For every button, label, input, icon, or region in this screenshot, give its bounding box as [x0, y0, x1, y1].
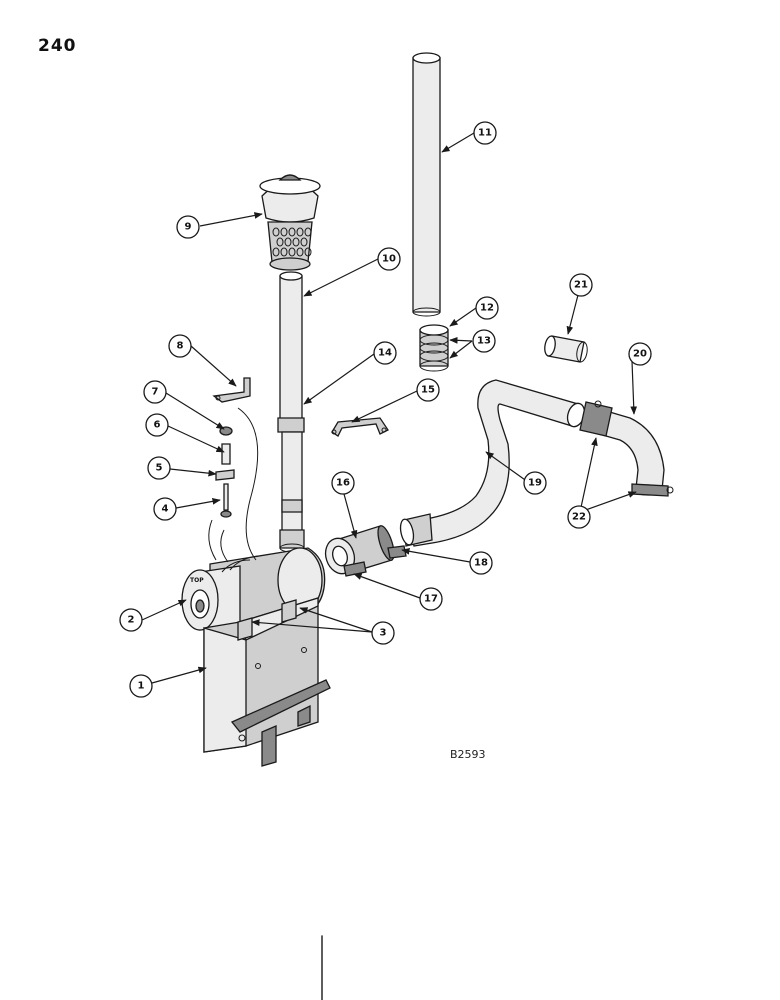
sleeve [544, 335, 588, 363]
svg-text:5: 5 [156, 463, 163, 474]
drawing-code: B2593 [450, 748, 486, 761]
callout-10: 10 [377, 247, 401, 271]
svg-text:12: 12 [480, 303, 494, 314]
callout-6: 6 [145, 413, 169, 437]
callout-21: 21 [569, 273, 593, 297]
svg-text:11: 11 [478, 128, 492, 139]
svg-text:10: 10 [382, 254, 396, 265]
callout-5: 5 [147, 456, 171, 480]
elbow-assembly [579, 400, 674, 497]
stack-pipe [412, 52, 441, 317]
curved-pipe [399, 379, 586, 547]
hose-assembly [324, 525, 407, 577]
callout-9: 9 [176, 215, 200, 239]
mounting-bracket [203, 597, 331, 767]
svg-text:17: 17 [424, 594, 438, 605]
svg-text:20: 20 [633, 349, 647, 360]
svg-text:6: 6 [154, 420, 161, 431]
callout-17: 17 [419, 587, 443, 611]
svg-text:9: 9 [185, 222, 192, 233]
callout-22: 22 [567, 505, 591, 529]
callout-1: 1 [129, 674, 153, 698]
coupling-rings [419, 324, 449, 372]
hardware [208, 377, 259, 563]
svg-text:7: 7 [152, 387, 159, 398]
intake-tube [277, 271, 305, 553]
callout-13: 13 [472, 329, 496, 353]
callout-4: 4 [153, 497, 177, 521]
callout-8: 8 [168, 334, 192, 358]
svg-text:4: 4 [162, 504, 169, 515]
callout-3: 3 [371, 621, 395, 645]
callout-7: 7 [143, 380, 167, 404]
callout-20: 20 [628, 342, 652, 366]
callout-2: 2 [119, 608, 143, 632]
svg-text:1: 1 [138, 681, 145, 692]
callout-19: 19 [523, 471, 547, 495]
svg-text:21: 21 [574, 280, 588, 291]
svg-text:16: 16 [336, 478, 350, 489]
svg-text:22: 22 [572, 512, 586, 523]
leader-lines [141, 132, 638, 684]
strap-clamp [331, 417, 389, 437]
svg-text:8: 8 [177, 341, 184, 352]
svg-text:18: 18 [474, 558, 488, 569]
svg-text:3: 3 [380, 628, 387, 639]
svg-text:13: 13 [477, 336, 491, 347]
svg-text:2: 2 [128, 615, 135, 626]
callout-18: 18 [469, 551, 493, 575]
svg-text:15: 15 [421, 385, 435, 396]
callout-12: 12 [475, 296, 499, 320]
top-marking: TOP [190, 577, 204, 584]
callout-14: 14 [373, 341, 397, 365]
precleaner [259, 174, 321, 271]
page-number: 240 [38, 36, 77, 56]
callout-16: 16 [331, 471, 355, 495]
svg-text:14: 14 [378, 348, 392, 359]
callout-15: 15 [416, 378, 440, 402]
callout-11: 11 [473, 121, 497, 145]
svg-text:19: 19 [528, 478, 542, 489]
